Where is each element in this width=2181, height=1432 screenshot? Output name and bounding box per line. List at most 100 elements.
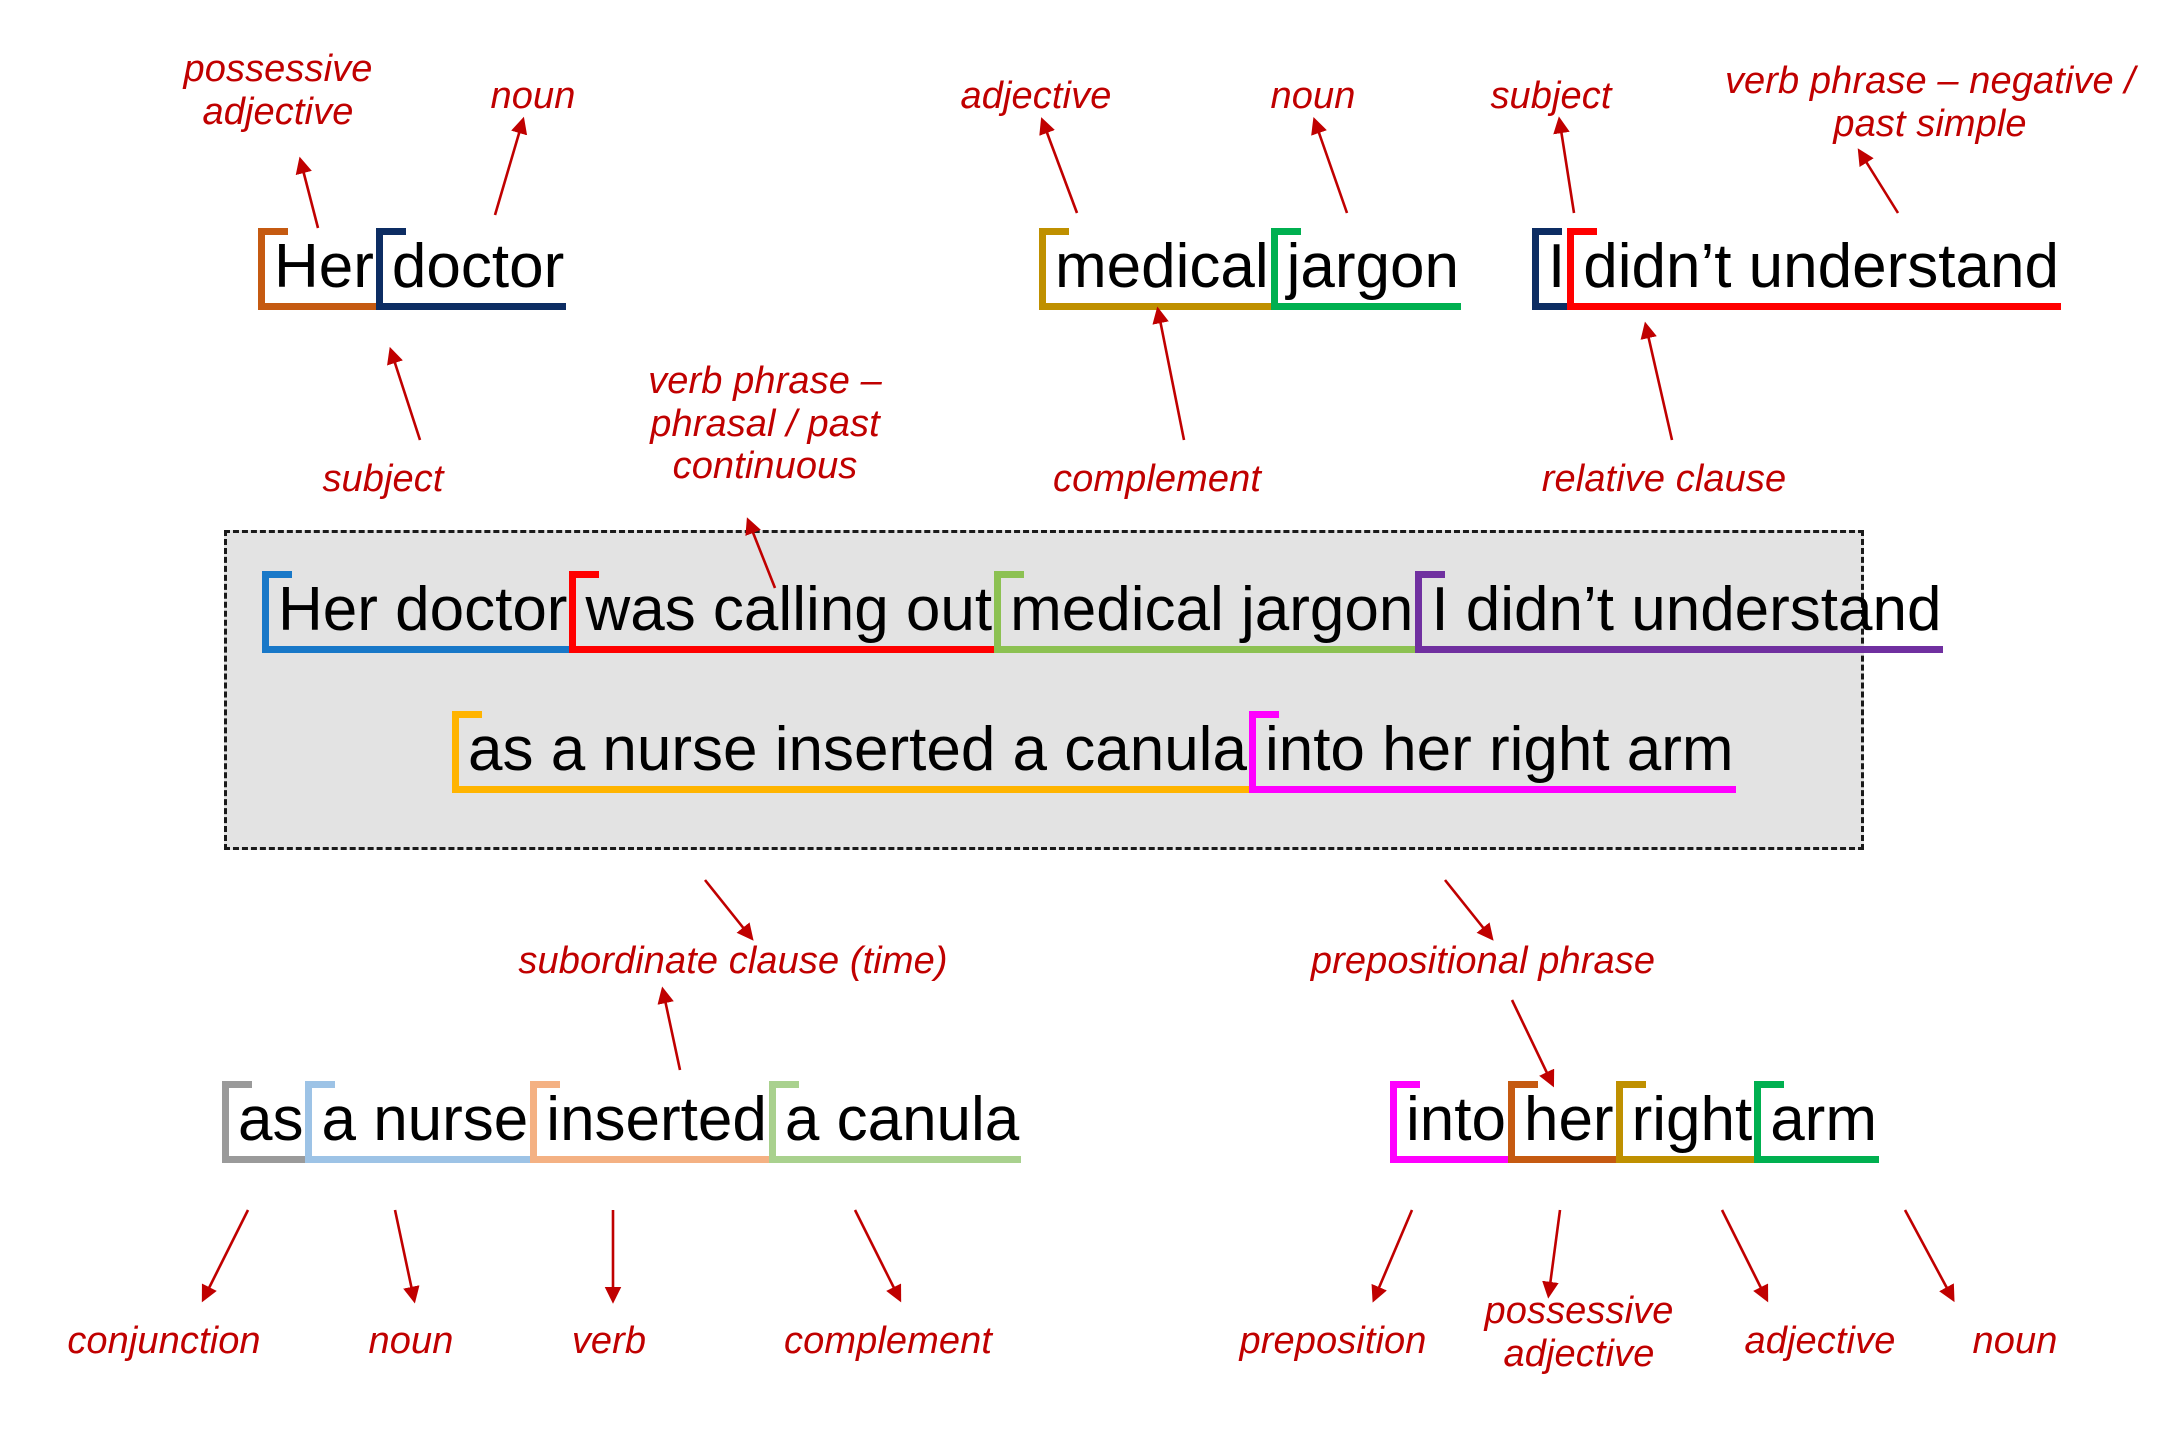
bracket-chunk: as (222, 1075, 306, 1177)
bracket-chunk: medical jargon (994, 565, 1416, 667)
annotation-adjective-top: adjective (960, 75, 1112, 117)
annotation-subject-mid: subject (322, 458, 444, 500)
arrow-subject-mid (387, 346, 422, 441)
bracket-vertical (1615, 1081, 1623, 1163)
arrow-possessive-adjective-bottom (1542, 1209, 1562, 1299)
arrow-noun-top-2 (1311, 116, 1349, 214)
chunk-text: into her right arm (1264, 715, 1734, 784)
bracket-vertical (1270, 228, 1278, 310)
arrow-prepositional-phrase (1443, 879, 1494, 941)
bracket-top-tick (222, 1081, 252, 1088)
phrase-group-medical-jargon: medical jargon (1039, 222, 1461, 324)
arrow-noun-bottom-2 (1903, 1209, 1955, 1303)
bracket-top-tick (1248, 711, 1279, 718)
bracket-top-tick (1567, 228, 1598, 235)
main-sentence-box (224, 530, 1864, 850)
bracket-chunk: Her (258, 222, 376, 324)
bracket-bottom (1567, 303, 2061, 310)
arrow-noun-bottom (393, 1209, 420, 1304)
bracket-chunk: as a nurse inserted a canula (452, 705, 1249, 807)
chunk-text: I didn’t understand (1431, 575, 1942, 644)
bracket-vertical (1039, 228, 1046, 310)
bracket-vertical (452, 711, 459, 793)
bracket-vertical (262, 571, 269, 653)
bracket-bottom (305, 1156, 531, 1163)
bracket-vertical (258, 228, 265, 310)
bracket-vertical (375, 228, 383, 310)
chunk-text: medical (1055, 232, 1269, 301)
annotation-noun-bottom-2: noun (1972, 1320, 2058, 1362)
arrow-adjective-bottom (1720, 1209, 1769, 1303)
bracket-top-tick (1270, 228, 1301, 235)
annotation-noun-bottom: noun (368, 1320, 454, 1362)
bracket-top-tick (375, 228, 406, 235)
annotation-noun-top-2: noun (1270, 75, 1356, 117)
bracket-vertical (569, 571, 577, 653)
bracket-chunk: a nurse (305, 1075, 531, 1177)
bracket-chunk: into (1390, 1075, 1508, 1177)
bracket-vertical (1507, 1081, 1515, 1163)
chunk-text: was calling out (585, 575, 993, 644)
chunk-text: right (1631, 1085, 1753, 1154)
chunk-text: Her (274, 232, 374, 301)
bracket-chunk: a canula (768, 1075, 1022, 1177)
chunk-text: arm (1770, 1085, 1877, 1154)
bracket-vertical (994, 571, 1002, 653)
bracket-bottom (1039, 303, 1271, 310)
annotation-subordinate-clause: subordinate clause (time) (518, 940, 948, 982)
bracket-top-tick (569, 571, 600, 578)
main-sentence-line-1: Her doctor was calling out medical jargo… (262, 565, 1944, 667)
bracket-chunk: jargon (1270, 222, 1461, 324)
arrow-prepositional-phrase-to-group (1510, 999, 1555, 1088)
bracket-vertical (1390, 1081, 1397, 1163)
bracket-top-tick (262, 571, 292, 578)
chunk-text: didn’t understand (1583, 232, 2059, 301)
bracket-chunk: Her doctor (262, 565, 570, 667)
annotation-verb-phrase-phrasal: verb phrase – phrasal / past continuous (648, 360, 882, 488)
chunk-text: medical jargon (1010, 575, 1414, 644)
bracket-top-tick (1415, 571, 1446, 578)
bracket-bottom (530, 1156, 769, 1163)
annotation-noun-top: noun (490, 75, 576, 117)
bracket-bottom (1390, 1156, 1508, 1163)
bracket-top-tick (1507, 1081, 1538, 1088)
bracket-vertical (1415, 571, 1423, 653)
bracket-bottom (994, 646, 1416, 653)
annotation-verb-phrase-negative: verb phrase – negative / past simple (1724, 60, 2136, 145)
bracket-chunk: I (1532, 222, 1568, 324)
bracket-chunk: arm (1754, 1075, 1879, 1177)
annotation-verb-bottom: verb (571, 1320, 647, 1362)
bracket-bottom (1248, 786, 1736, 793)
chunk-text: Her doctor (278, 575, 568, 644)
arrow-adjective-top (1039, 117, 1079, 214)
bracket-top-tick (452, 711, 482, 718)
bracket-bottom (262, 646, 570, 653)
bracket-bottom (1532, 303, 1568, 310)
annotation-relative-clause: relative clause (1541, 458, 1787, 500)
annotation-complement-bottom: complement (784, 1320, 992, 1362)
bracket-chunk: medical (1039, 222, 1271, 324)
chunk-text: into (1406, 1085, 1506, 1154)
bracket-top-tick (1754, 1081, 1785, 1088)
arrow-complement-mid (1152, 306, 1186, 441)
bracket-chunk: inserted (530, 1075, 769, 1177)
bracket-chunk: into her right arm (1248, 705, 1736, 807)
bracket-top-tick (768, 1081, 799, 1088)
bracket-bottom (222, 1156, 306, 1163)
arrow-possessive-adjective-top (295, 156, 320, 229)
annotation-possessive-adjective-top: possessive adjective (183, 48, 373, 133)
chunk-text: jargon (1286, 232, 1459, 301)
bracket-vertical (1532, 228, 1539, 310)
phrase-group-i-didnt-understand: I didn’t understand (1532, 222, 2061, 324)
bracket-top-tick (1039, 228, 1069, 235)
annotation-prepositional-phrase: prepositional phrase (1310, 940, 1656, 982)
arrow-subordinate-clause (703, 879, 754, 941)
phrase-group-as-a-nurse-inserted-a-canula: as a nurse inserted a canula (222, 1075, 1022, 1177)
arrow-subordinate-clause-to-box (657, 986, 682, 1071)
bracket-chunk: doctor (375, 222, 567, 324)
bracket-chunk: was calling out (569, 565, 995, 667)
bracket-bottom (1415, 646, 1944, 653)
arrow-preposition (1371, 1209, 1414, 1303)
bracket-vertical (530, 1081, 538, 1163)
